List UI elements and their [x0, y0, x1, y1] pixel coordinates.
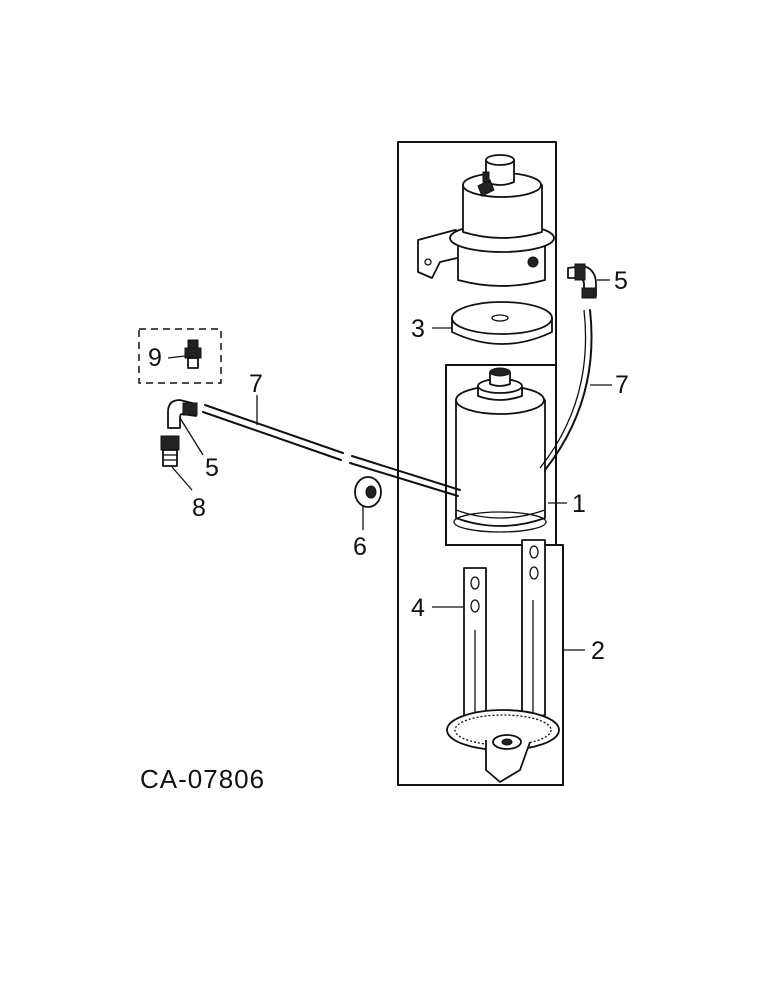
callout-8: 8: [192, 494, 206, 522]
mounting-strap: [521, 539, 546, 721]
callout-4: 4: [411, 594, 425, 622]
callout-1: 1: [572, 490, 586, 518]
elbow-fitting-left: [167, 399, 198, 429]
fuel-tube-right-inner: [539, 309, 587, 469]
optional-kit-box: [138, 328, 222, 384]
callout-7-right: 7: [615, 371, 629, 399]
drain-valve: [184, 339, 202, 369]
connector-fitting: [160, 435, 180, 467]
leader-lines: [167, 279, 612, 651]
elbow-fitting-right: [567, 263, 597, 299]
fuel-tube-right: [544, 309, 593, 471]
drawing-code: CA-07806: [140, 764, 265, 794]
callout-9: 9: [148, 344, 162, 372]
callout-2: 2: [591, 637, 605, 665]
gasket-disc: [451, 301, 553, 345]
callout-7-left: 7: [249, 370, 263, 398]
filter-head: [417, 154, 555, 287]
callout-5-right: 5: [614, 267, 628, 295]
callout-3: 3: [411, 315, 425, 343]
filter-element: [453, 367, 547, 533]
callout-5-left: 5: [205, 454, 219, 482]
grommet: [354, 476, 382, 508]
callout-6: 6: [353, 533, 367, 561]
fuel-tube-left: [202, 404, 461, 497]
support-strap: [446, 567, 560, 783]
